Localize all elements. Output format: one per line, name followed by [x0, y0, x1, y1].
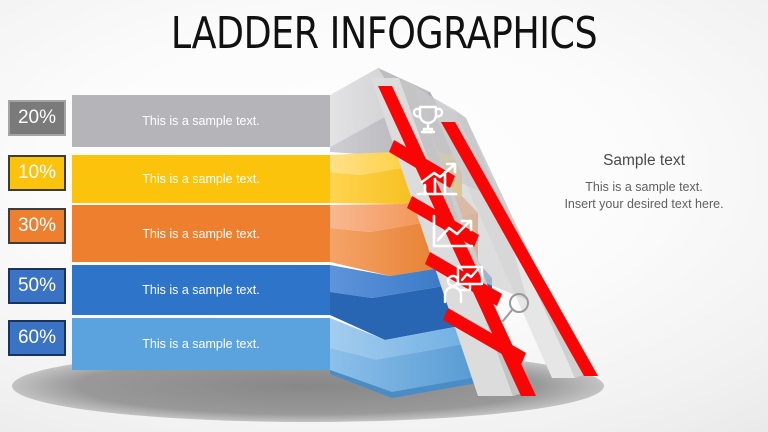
side-text-panel: Sample text This is a sample text. Inser…	[528, 152, 760, 213]
bar-label-4: This is a sample text.	[142, 283, 260, 297]
percent-badge-label-4: 50%	[17, 275, 57, 296]
percent-badge-3[interactable]: 30%	[8, 208, 66, 244]
page-title: LADDER INFOGRAPHICS	[170, 8, 598, 59]
percent-badge-2[interactable]: 10%	[8, 155, 66, 191]
percent-badge-1[interactable]: 20%	[8, 100, 66, 136]
bar-label-3: This is a sample text.	[142, 226, 260, 241]
bar-row-2[interactable]: This is a sample text.	[72, 155, 330, 203]
ladder-rails	[378, 86, 598, 396]
bar-label-5: This is a sample text.	[142, 337, 260, 351]
presenter-icon	[443, 265, 484, 304]
bar-label-1: This is a sample text.	[142, 114, 260, 128]
bar-row-5[interactable]: This is a sample text.	[72, 318, 330, 370]
bar-row-1[interactable]: This is a sample text.	[72, 95, 330, 147]
percent-badge-label-5: 60%	[17, 327, 57, 348]
side-panel-body: This is a sample text. Insert your desir…	[528, 179, 760, 213]
percent-badge-4[interactable]: 50%	[8, 268, 66, 304]
percent-badge-label-1: 20%	[17, 107, 57, 128]
line-chart-icon	[432, 214, 474, 248]
bar-label-2: This is a sample text.	[142, 172, 260, 186]
bar-row-3[interactable]: This is a sample text.	[72, 205, 330, 262]
bar-row-4[interactable]: This is a sample text.	[72, 265, 330, 315]
percent-badge-label-3: 30%	[17, 215, 57, 236]
percent-badge-label-2: 10%	[17, 162, 57, 183]
bar-chart-arrow-icon	[416, 162, 458, 196]
side-panel-body-line-2: Insert your desired text here.	[564, 197, 724, 211]
trophy-icon	[412, 105, 444, 134]
side-panel-body-line-1: This is a sample text.	[585, 180, 703, 194]
magnifier-icon	[502, 293, 529, 322]
side-panel-heading: Sample text	[603, 152, 685, 169]
percent-badge-5[interactable]: 60%	[8, 320, 66, 356]
